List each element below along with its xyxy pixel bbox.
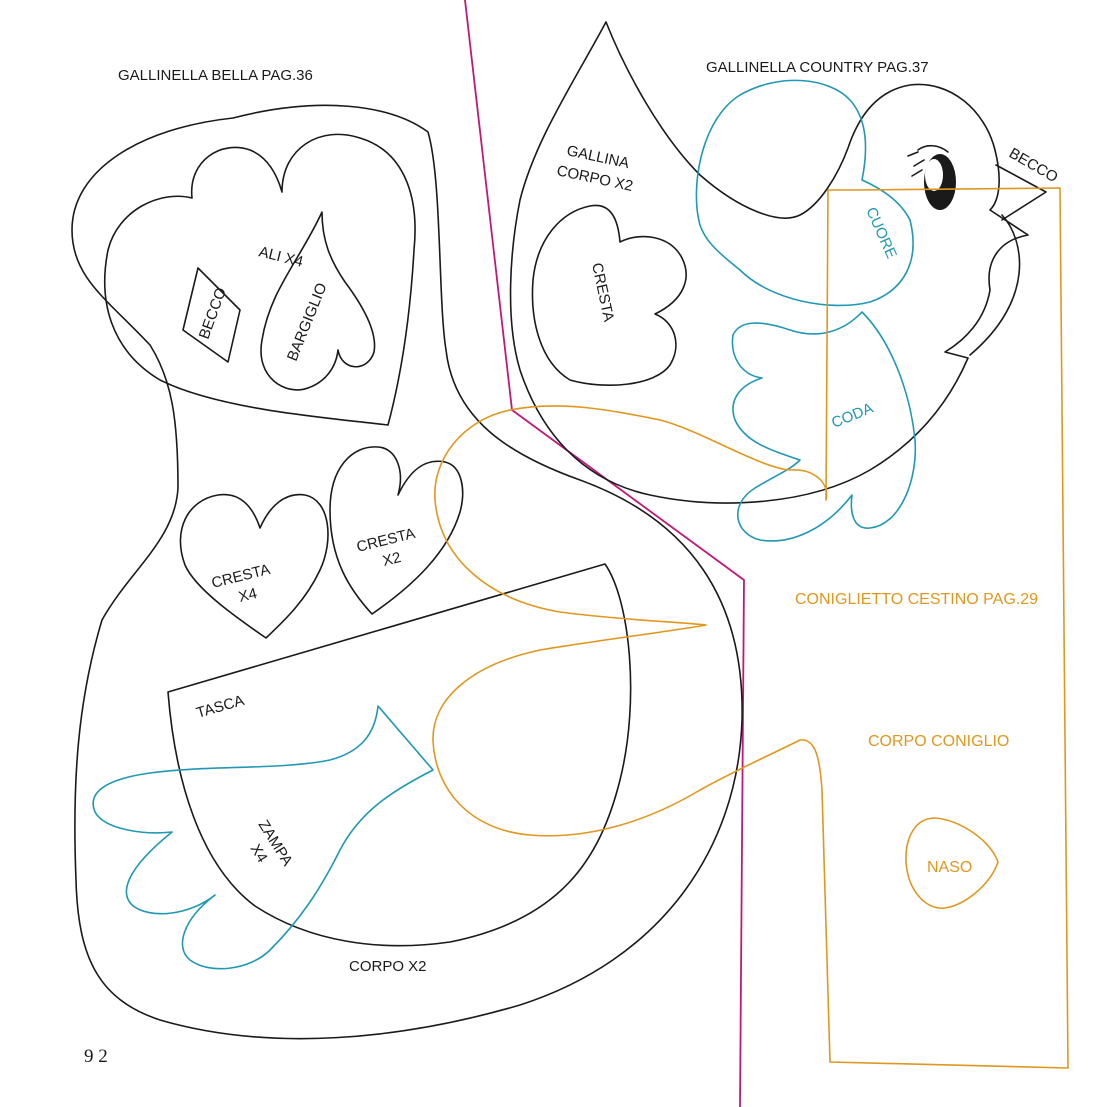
wattle-outline — [969, 214, 1021, 356]
label-corpo-coniglio: CORPO CONIGLIO — [868, 733, 1009, 750]
eye-highlight — [925, 159, 943, 191]
section-title-gallinella-bella: GALLINELLA BELLA PAG.36 — [118, 67, 313, 84]
label-cresta-x4-1: CRESTA — [210, 561, 272, 592]
gallina-corpo-outline — [509, 21, 1029, 504]
bargiglio-outline — [260, 211, 376, 391]
becco-bella-outline — [182, 267, 241, 363]
label-naso: NASO — [927, 859, 972, 876]
label-cresta-country: CRESTA — [588, 261, 617, 323]
label-cresta-x4-2: X4 — [237, 585, 259, 606]
label-becco-country: BECCO — [1006, 145, 1061, 186]
label-becco-bella: BECCO — [196, 285, 230, 341]
ali-outline — [103, 133, 416, 426]
cresta-country-outline — [531, 204, 687, 387]
section-title-gallinella-country: GALLINELLA COUNTRY PAG.37 — [706, 59, 929, 76]
label-ali: ALI X4 — [257, 243, 305, 270]
label-bargiglio: BARGIGLIO — [284, 281, 331, 364]
zampa-outline — [92, 705, 434, 970]
naso-outline — [905, 817, 999, 909]
page-number: 9 2 — [84, 1046, 108, 1067]
cuore-outline — [695, 79, 914, 307]
becco-country-outline — [995, 164, 1047, 221]
label-corpo: CORPO X2 — [349, 958, 427, 975]
cresta-x4-outline — [179, 493, 329, 639]
cresta-x2-outline — [329, 446, 464, 615]
section-title-coniglietto-cestino: CONIGLIETTO CESTINO PAG.29 — [795, 591, 1038, 608]
eyelash-icon — [907, 144, 949, 177]
label-coda: CODA — [829, 400, 876, 432]
label-cuore: CUORE — [862, 205, 900, 261]
section-divider — [464, 0, 745, 1107]
coda-outline — [731, 311, 917, 542]
tasca-outline — [167, 563, 632, 947]
label-tasca: TASCA — [194, 692, 246, 722]
corpo-coniglio-outline — [432, 187, 1069, 1069]
label-cresta-x2-2: X2 — [381, 549, 403, 570]
corpo-outline — [71, 104, 743, 1040]
